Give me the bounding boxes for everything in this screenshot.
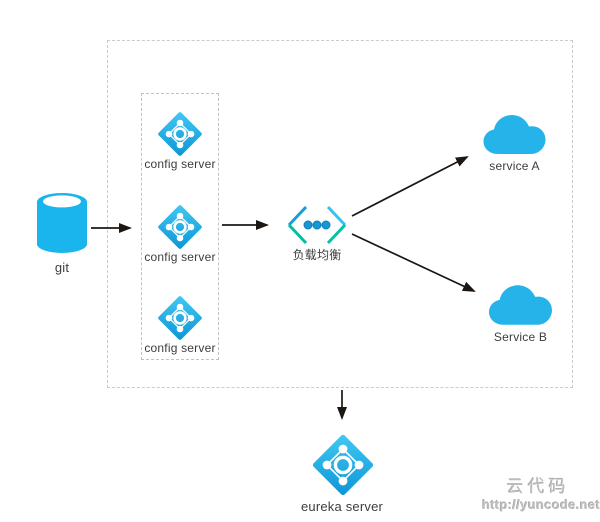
watermark: 云代码 http://yuncode.net bbox=[482, 477, 600, 513]
config-server-icon bbox=[158, 112, 202, 156]
service-b-label: Service B bbox=[493, 330, 548, 344]
git-node bbox=[35, 192, 89, 261]
config-server-icon bbox=[158, 296, 202, 340]
service-b-node bbox=[487, 281, 554, 333]
config-server-node-3 bbox=[156, 294, 204, 347]
config-server-label-2: config server bbox=[144, 250, 216, 264]
config-server-icon bbox=[158, 205, 202, 249]
cloud-icon bbox=[483, 115, 546, 154]
cloud-icon bbox=[489, 285, 552, 325]
git-label: git bbox=[54, 260, 70, 275]
load-balancer-node bbox=[286, 205, 348, 250]
load-balancer-icon bbox=[287, 205, 347, 245]
config-server-label-3: config server bbox=[144, 341, 216, 355]
config-server-group-box bbox=[141, 93, 219, 360]
eureka-server-label: eureka server bbox=[300, 499, 384, 514]
service-a-node bbox=[481, 111, 548, 162]
config-server-node-2 bbox=[156, 203, 204, 256]
config-server-label-1: config server bbox=[144, 157, 216, 171]
watermark-url: http://yuncode.net bbox=[482, 497, 600, 512]
eureka-server-icon bbox=[312, 434, 374, 496]
database-cylinder-icon bbox=[37, 193, 87, 253]
system-boundary-box bbox=[107, 40, 573, 388]
eureka-server-node bbox=[310, 432, 376, 503]
watermark-brand: 云代码 bbox=[506, 477, 570, 496]
load-balancer-label: 负载均衡 bbox=[292, 248, 342, 262]
service-a-label: service A bbox=[489, 159, 540, 173]
config-server-node-1 bbox=[156, 110, 204, 163]
